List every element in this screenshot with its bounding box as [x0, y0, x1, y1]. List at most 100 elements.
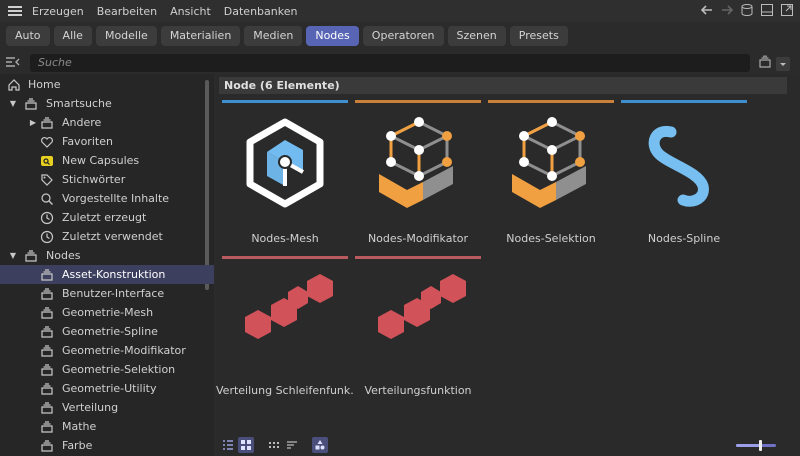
expand-arrow-icon[interactable]: ▼: [9, 99, 17, 108]
tree-item-geometrie-mesh[interactable]: Geometrie-Mesh: [0, 303, 214, 322]
menu-ansicht[interactable]: Ansicht: [170, 4, 211, 18]
window-controls: [700, 3, 794, 17]
search-row: Suche: [0, 52, 800, 74]
group-header[interactable]: Node (6 Elemente): [219, 77, 787, 94]
asset-tile-verteilungsfunktion[interactable]: Verteilungsfunktion: [355, 256, 481, 406]
tree-item-zuletzt-erzeugt[interactable]: Zuletzt erzeugt: [0, 208, 214, 227]
tree-item-label: Mathe: [62, 420, 97, 433]
asset-category-bar: [355, 100, 481, 103]
stack-icon: [40, 401, 54, 415]
tree-item-geometrie-spline[interactable]: Geometrie-Spline: [0, 322, 214, 341]
expand-arrow-icon[interactable]: ▼: [9, 251, 17, 260]
zoom-slider-fill: [736, 444, 760, 447]
home-icon: [7, 78, 21, 92]
tree-scrollbar[interactable]: [205, 80, 209, 290]
menu-bar: Erzeugen Bearbeiten Ansicht Datenbanken: [0, 0, 800, 22]
collapsed-arrow-icon[interactable]: ▶: [29, 118, 37, 127]
stack-icon: [40, 420, 54, 434]
stack-icon: [40, 306, 54, 320]
collapse-tree-icon[interactable]: [5, 56, 25, 71]
grid-view-icon[interactable]: [238, 437, 254, 453]
tree-item-new-capsules[interactable]: New Capsules: [0, 151, 214, 170]
filter-shapes-icon[interactable]: [312, 437, 328, 453]
tree-item-label: Asset-Konstruktion: [62, 268, 166, 281]
expand-icon[interactable]: [780, 3, 794, 17]
search-input[interactable]: Suche: [30, 54, 750, 72]
stack-icon: [40, 344, 54, 358]
asset-category-bar: [355, 256, 481, 259]
stack-icon: [40, 325, 54, 339]
modifier-cube-icon: [369, 114, 467, 212]
tree-item-geometrie-utility[interactable]: Geometrie-Utility: [0, 379, 214, 398]
tag-icon: [40, 173, 54, 187]
tree-item-label: Vorgestellte Inhalte: [62, 192, 170, 205]
zoom-slider-handle[interactable]: [759, 440, 762, 451]
asset-label: Nodes-Spline: [647, 232, 721, 245]
chevron-down-icon[interactable]: [776, 56, 790, 71]
tree-item-benutzer-interface[interactable]: Benutzer-Interface: [0, 284, 214, 303]
asset-category-bar: [621, 100, 747, 103]
tree-item-stichwörter[interactable]: Stichwörter: [0, 170, 214, 189]
asset-tile-verteilung-schleifenfunk[interactable]: Verteilung Schleifenfunk...: [216, 256, 354, 406]
sort-icon[interactable]: [284, 437, 300, 453]
asset-label: Nodes-Modifikator: [367, 232, 469, 245]
asset-label: Verteilungsfunktion: [364, 384, 472, 397]
asset-label: Nodes-Mesh: [251, 232, 319, 245]
asset-label: Nodes-Selektion: [506, 232, 596, 245]
filter-button-materialien[interactable]: Materialien: [160, 26, 241, 46]
arrow-right-icon[interactable]: [720, 3, 734, 17]
stack-icon: [24, 249, 38, 263]
zoom-slider[interactable]: [736, 440, 776, 451]
filter-button-medien[interactable]: Medien: [244, 26, 303, 46]
tree-item-label: Zuletzt verwendet: [62, 230, 163, 243]
tree-item-farbe[interactable]: Farbe: [0, 436, 214, 455]
menu-bearbeiten[interactable]: Bearbeiten: [96, 4, 158, 18]
asset-tile-nodes-mesh[interactable]: Nodes-Mesh: [222, 100, 348, 250]
heart-icon: [40, 135, 54, 149]
asset-tile-nodes-selektion[interactable]: Nodes-Selektion: [488, 100, 614, 250]
tree-item-home[interactable]: Home: [0, 75, 214, 94]
tree-item-label: Home: [28, 78, 61, 91]
tree-item-vorgestellte-inhalte[interactable]: Vorgestellte Inhalte: [0, 189, 214, 208]
filter-button-nodes[interactable]: Nodes: [306, 26, 359, 46]
tree-item-label: Nodes: [46, 249, 81, 262]
stack-icon: [24, 97, 38, 111]
tree-item-label: Stichwörter: [62, 173, 126, 186]
search-options: [758, 55, 790, 72]
tree-item-asset-konstruktion[interactable]: Asset-Konstruktion: [0, 265, 214, 284]
asset-tile-nodes-modifikator[interactable]: Nodes-Modifikator: [355, 100, 481, 250]
tree-item-andere[interactable]: ▶Andere: [0, 113, 214, 132]
menu-erzeugen[interactable]: Erzeugen: [32, 4, 84, 18]
bottom-toolbar: [216, 434, 800, 456]
filter-button-auto[interactable]: Auto: [6, 26, 50, 46]
list-view-icon[interactable]: [220, 437, 236, 453]
tree-item-label: Zuletzt erzeugt: [62, 211, 147, 224]
tree-item-label: Geometrie-Utility: [62, 382, 157, 395]
filter-button-operatoren[interactable]: Operatoren: [362, 26, 444, 46]
filter-button-modelle[interactable]: Modelle: [95, 26, 157, 46]
tree-item-favoriten[interactable]: Favoriten: [0, 132, 214, 151]
tree-item-nodes[interactable]: ▼ Nodes: [0, 246, 214, 265]
panel-icon[interactable]: [760, 3, 774, 17]
tree-item-label: Smartsuche: [46, 97, 112, 110]
tree-item-geometrie-selektion[interactable]: Geometrie-Selektion: [0, 360, 214, 379]
database-icon[interactable]: [740, 3, 754, 17]
filter-button-alle[interactable]: Alle: [53, 26, 92, 46]
tree-item-label: Benutzer-Interface: [62, 287, 165, 300]
tree-item-verteilung[interactable]: Verteilung: [0, 398, 214, 417]
asset-category-bar: [488, 100, 614, 103]
tree-item-zuletzt-verwendet[interactable]: Zuletzt verwendet: [0, 227, 214, 246]
filter-button-presets[interactable]: Presets: [509, 26, 568, 46]
filter-button-szenen[interactable]: Szenen: [447, 26, 506, 46]
tree-item-smartsuche[interactable]: ▼ Smartsuche: [0, 94, 214, 113]
arrow-left-icon[interactable]: [700, 3, 714, 17]
tree-item-mathe[interactable]: Mathe: [0, 417, 214, 436]
spline-icon: [635, 114, 733, 212]
tree-item-geometrie-modifikator[interactable]: Geometrie-Modifikator: [0, 341, 214, 360]
asset-tile-nodes-spline[interactable]: Nodes-Spline: [621, 100, 747, 250]
grid-small-icon[interactable]: [266, 437, 282, 453]
hamburger-menu-icon[interactable]: [8, 6, 22, 16]
stack-icon[interactable]: [758, 55, 772, 72]
menu-datenbanken[interactable]: Datenbanken: [223, 4, 298, 18]
